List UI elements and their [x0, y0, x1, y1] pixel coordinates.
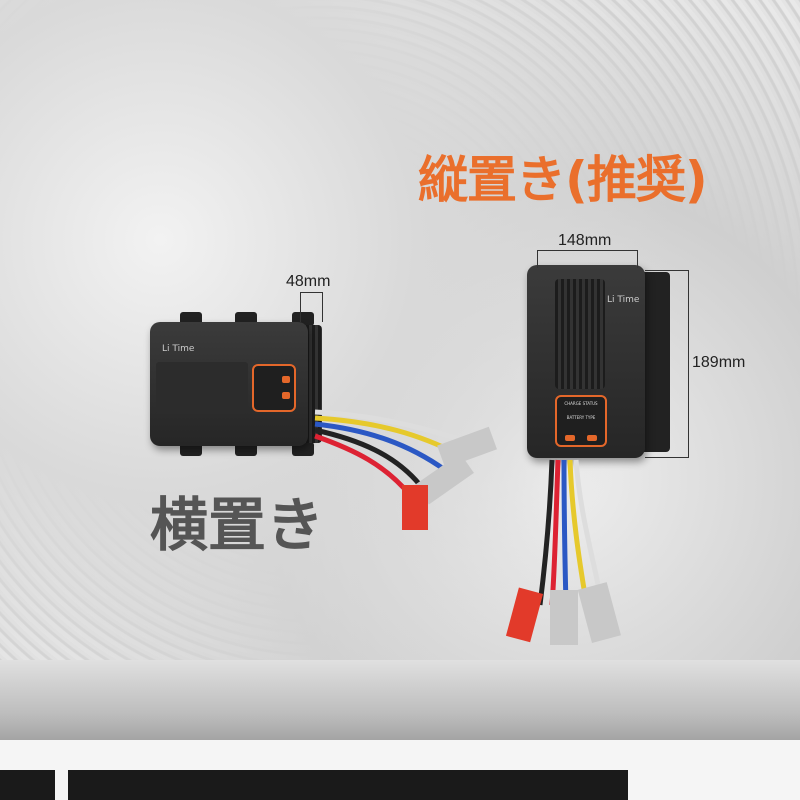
depth-dimension: 48mm	[286, 273, 331, 290]
depth-dimension-line	[300, 292, 322, 293]
vertical-cables	[505, 459, 621, 645]
control-panel: CHARGE STATUS BATTERY TYPE	[555, 395, 607, 447]
drawer	[0, 770, 55, 800]
battery-type-label: BATTERY TYPE	[566, 415, 596, 420]
width-dimension-line	[537, 250, 637, 251]
panel-button	[282, 392, 290, 399]
vertical-device-body: Li Time CHARGE STATUS BATTERY TYPE	[527, 265, 645, 458]
panel-button	[587, 435, 597, 441]
mounting-bracket	[640, 272, 670, 452]
width-dimension: 148mm	[558, 232, 612, 249]
brand-logo: Li Time	[162, 344, 195, 354]
height-dimension: 189mm	[692, 354, 746, 371]
shelf-top	[0, 660, 800, 750]
charge-status-label: CHARGE STATUS	[564, 401, 598, 406]
panel-button	[282, 376, 290, 383]
heatsink	[555, 279, 605, 389]
vertical-mount-title: 縦置き(推奨)	[418, 151, 708, 209]
horizontal-mount-title: 横置き	[150, 491, 325, 559]
brand-logo: Li Time	[607, 295, 640, 305]
horizontal-cables	[314, 409, 497, 530]
panel-button	[565, 435, 575, 441]
height-dimension-line	[688, 270, 689, 458]
drawer	[68, 770, 628, 800]
horizontal-device-body: Li Time	[150, 322, 308, 446]
control-panel	[252, 364, 296, 412]
